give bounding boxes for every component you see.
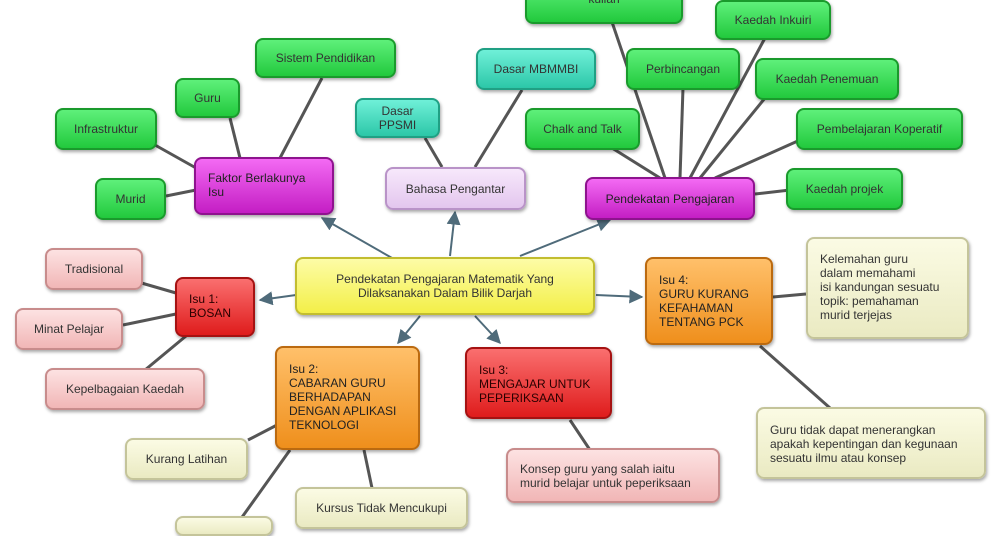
isu4-item-guru-tidak-dapat: Guru tidak dapat menerangkan apakah kepe… (756, 407, 986, 479)
isu1-item-minat-pelajar: Minat Pelajar (15, 308, 123, 350)
arrow-to-bahasa (446, 210, 461, 257)
isu1-node: Isu 1: BOSAN (175, 277, 255, 337)
pendekatan-item-koperatif: Pembelajaran Koperatif (796, 108, 963, 150)
faktor-item-guru: Guru (175, 78, 240, 118)
isu3-node: Isu 3: MENGAJAR UNTUK PEPERIKSAAN (465, 347, 612, 419)
pendekatan-item-chalk-and-talk: Chalk and Talk (525, 108, 640, 150)
bahasa-node: Bahasa Pengantar (385, 167, 526, 210)
isu4-item-kelemahan: Kelemahan guru dalam memahami isi kandun… (806, 237, 969, 339)
arrow-to-isu2 (397, 315, 421, 345)
isu2-item-partial (175, 516, 273, 536)
pendekatan-item-projek: Kaedah projek (786, 168, 903, 210)
isu3-item-konsep: Konsep guru yang salah iaitu murid belaj… (506, 448, 720, 503)
pendekatan-item-kuliah: kuliah (525, 0, 683, 24)
isu1-item-tradisional: Tradisional (45, 248, 143, 290)
bahasa-item-ppsmi: Dasar PPSMI (355, 98, 440, 138)
faktor-node: Faktor Berlakunya Isu (194, 157, 334, 215)
arrow-to-isu4 (595, 289, 644, 304)
bahasa-item-mbmmbi: Dasar MBMMBI (476, 48, 596, 90)
faktor-item-sistem-pendidikan: Sistem Pendidikan (255, 38, 396, 78)
pendekatan-item-penemuan: Kaedah Penemuan (755, 58, 899, 100)
isu4-node: Isu 4: GURU KURANG KEFAHAMAN TENTANG PCK (645, 257, 773, 345)
pendekatan-node: Pendekatan Pengajaran (585, 177, 755, 220)
isu1-item-kepelbagaian-kaedah: Kepelbagaian Kaedah (45, 368, 205, 410)
connector-lines (122, 21, 831, 521)
pendekatan-item-perbincangan: Perbincangan (626, 48, 740, 90)
arrow-to-isu3 (474, 315, 501, 345)
isu2-item-kurang-latihan: Kurang Latihan (125, 438, 248, 480)
faktor-item-infrastruktur: Infrastruktur (55, 108, 157, 150)
arrow-to-faktor (320, 217, 393, 259)
arrow-to-pendekatan (519, 218, 612, 257)
isu2-node: Isu 2: CABARAN GURU BERHADAPAN DENGAN AP… (275, 346, 420, 450)
arrow-to-isu1 (258, 291, 297, 306)
central-topic-node: Pendekatan Pengajaran Matematik Yang Dil… (295, 257, 595, 315)
faktor-item-murid: Murid (95, 178, 166, 220)
pendekatan-item-inkuiri: Kaedah Inkuiri (715, 0, 831, 40)
isu2-item-kursus-tidak-mencukupi: Kursus Tidak Mencukupi (295, 487, 468, 529)
